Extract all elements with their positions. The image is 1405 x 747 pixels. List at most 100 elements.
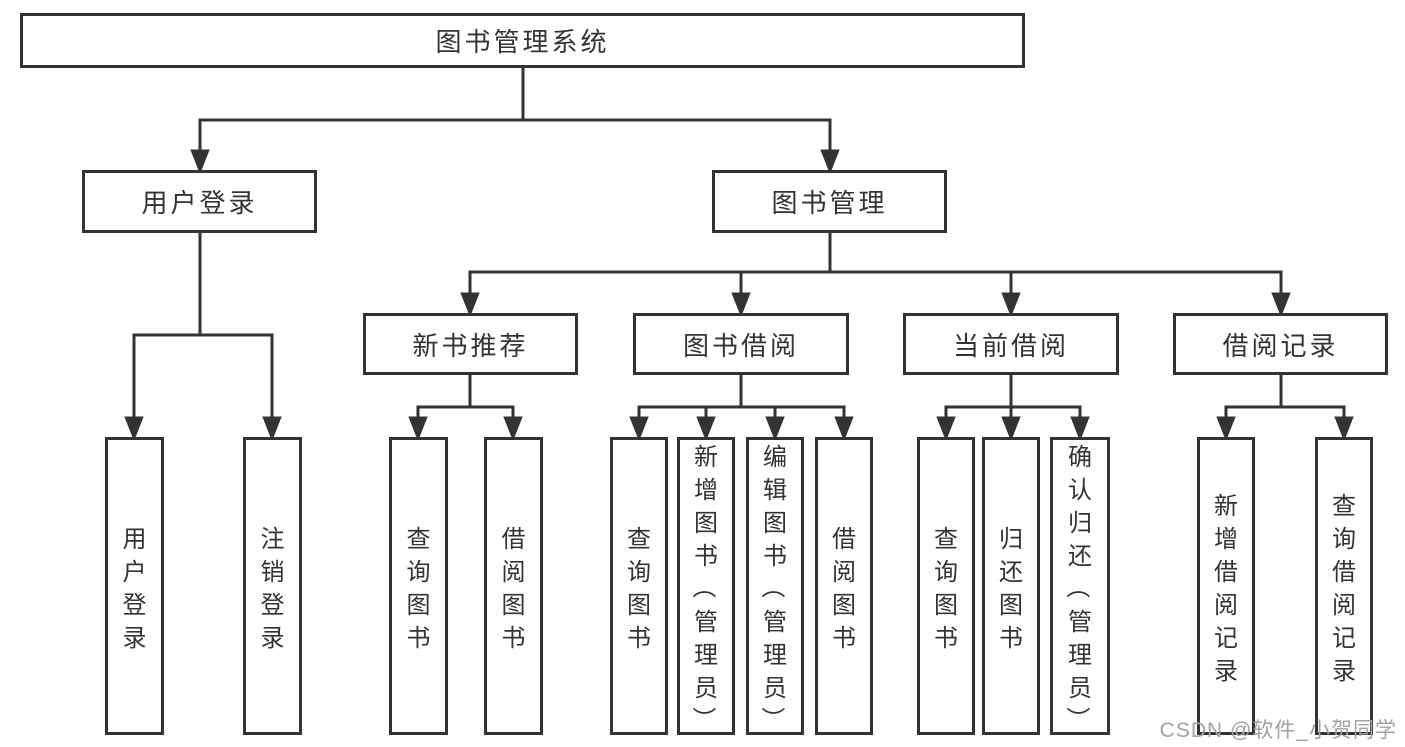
vertical-char: 用 [122, 526, 147, 553]
vertical-char: 理 [694, 641, 718, 669]
vertical-char: 询 [627, 559, 651, 586]
vertical-char: 认 [1068, 476, 1092, 504]
node-label: 新增借阅记录 [1200, 440, 1252, 732]
vertical-char: 图 [694, 509, 718, 537]
node-book-borrow: 图书借阅 [633, 313, 849, 375]
vertical-char: 图 [832, 592, 856, 619]
vertical-char: 增 [694, 476, 718, 504]
vertical-char: 销 [260, 559, 285, 586]
vertical-char: （ [689, 574, 717, 598]
vertical-char: 员 [694, 674, 718, 702]
node-book-management: 图书管理 [712, 170, 947, 233]
vertical-char: 图 [501, 592, 526, 619]
node-borrow-records: 借阅记录 [1173, 313, 1388, 375]
vertical-char: 注 [260, 526, 285, 553]
vertical-char: 图 [934, 592, 958, 619]
node-label: 图书管理系统 [435, 27, 610, 57]
leaf-recommend-query-books: 查询图书 [389, 437, 448, 735]
vertical-char: 登 [122, 592, 147, 619]
csdn-watermark: CSDN @软件_小贺同学 [1159, 719, 1397, 742]
vertical-char: 书 [999, 625, 1023, 652]
vertical-char: 查 [934, 526, 958, 553]
leaf-borrow-query-books: 查询图书 [610, 437, 668, 735]
vertical-char: 录 [122, 625, 147, 652]
vertical-char: 书 [501, 625, 526, 652]
leaf-current-query-books: 查询图书 [917, 437, 975, 735]
node-label: 编辑图书（管理员） [749, 440, 801, 732]
vertical-char: 书 [832, 625, 856, 652]
node-label: 图书管理 [771, 188, 888, 218]
leaf-records-query-record: 查询借阅记录 [1315, 437, 1373, 735]
vertical-char: 查 [406, 526, 431, 553]
vertical-char: 图 [763, 509, 787, 537]
vertical-char: 户 [122, 559, 147, 586]
vertical-char: 记 [1214, 625, 1238, 652]
leaf-current-return-books: 归还图书 [982, 437, 1040, 735]
leaf-current-confirm-return-admin: 确认归还 （ 管理员 ） [1050, 437, 1110, 735]
vertical-char: 管 [694, 608, 718, 636]
node-library-management-system: 图书管理系统 [20, 13, 1025, 68]
vertical-char: 图 [406, 592, 431, 619]
leaf-user-login: 用户登录 [105, 437, 164, 735]
node-label: 用户登录 [141, 188, 258, 218]
vertical-char: 增 [1214, 526, 1238, 553]
vertical-char: 阅 [1214, 592, 1238, 619]
vertical-char: 管 [763, 608, 787, 636]
vertical-char: 书 [763, 542, 787, 570]
vertical-char: 理 [1068, 641, 1092, 669]
vertical-char: 还 [1068, 542, 1092, 570]
leaf-borrow-borrow-books: 借阅图书 [815, 437, 873, 735]
vertical-char: 询 [406, 559, 431, 586]
vertical-char: 借 [832, 526, 856, 553]
leaf-logout: 注销登录 [243, 437, 302, 735]
vertical-char: 借 [1332, 559, 1356, 586]
node-label: 归还图书 [985, 440, 1037, 732]
node-label: 注销登录 [246, 440, 299, 732]
vertical-char: 录 [1332, 658, 1356, 685]
vertical-char: 书 [934, 625, 958, 652]
vertical-char: ） [689, 706, 717, 730]
node-label: 当前借阅 [952, 330, 1069, 361]
node-label: 借阅记录 [1222, 330, 1339, 361]
vertical-char: 询 [1332, 526, 1356, 553]
vertical-char: 录 [260, 625, 285, 652]
node-current-borrow: 当前借阅 [903, 313, 1119, 375]
vertical-char: 确 [1068, 443, 1092, 471]
vertical-char: ） [758, 706, 786, 730]
vertical-char: 新 [694, 443, 718, 471]
vertical-char: 书 [627, 625, 651, 652]
vertical-char: 询 [934, 559, 958, 586]
node-user-login: 用户登录 [82, 170, 317, 233]
vertical-char: 管 [1068, 608, 1092, 636]
leaf-borrow-edit-books-admin: 编辑图书（管理员） [746, 437, 804, 735]
vertical-char: （ [1063, 574, 1091, 598]
vertical-char: 查 [627, 526, 651, 553]
vertical-char: 还 [999, 559, 1023, 586]
vertical-char: ） [1063, 706, 1091, 730]
node-label: 借阅图书 [487, 440, 540, 732]
node-label: 确认归还 （ 管理员 ） [1053, 440, 1107, 732]
vertical-char: 编 [763, 443, 787, 471]
vertical-char: 图 [627, 592, 651, 619]
vertical-char: 辑 [763, 476, 787, 504]
node-label: 图书借阅 [682, 330, 799, 361]
leaf-records-add-record: 新增借阅记录 [1197, 437, 1255, 735]
vertical-char: 图 [999, 592, 1023, 619]
vertical-char: 员 [1068, 674, 1092, 702]
leaf-borrow-add-books-admin: 新增图书 （ 管理员 ） [677, 437, 735, 735]
vertical-char: 借 [1214, 559, 1238, 586]
vertical-char: 新 [1214, 493, 1238, 520]
vertical-char: 归 [999, 526, 1023, 553]
vertical-char: 员 [763, 674, 787, 702]
vertical-char: 阅 [832, 559, 856, 586]
vertical-char: （ [758, 574, 786, 598]
vertical-char: 归 [1068, 509, 1092, 537]
node-label: 新增图书 （ 管理员 ） [680, 440, 732, 732]
vertical-char: 登 [260, 592, 285, 619]
node-label: 新书推荐 [412, 330, 529, 361]
vertical-char: 查 [1332, 493, 1356, 520]
vertical-char: 记 [1332, 625, 1356, 652]
node-label: 查询图书 [613, 440, 665, 732]
vertical-char: 阅 [501, 559, 526, 586]
vertical-char: 书 [694, 542, 718, 570]
